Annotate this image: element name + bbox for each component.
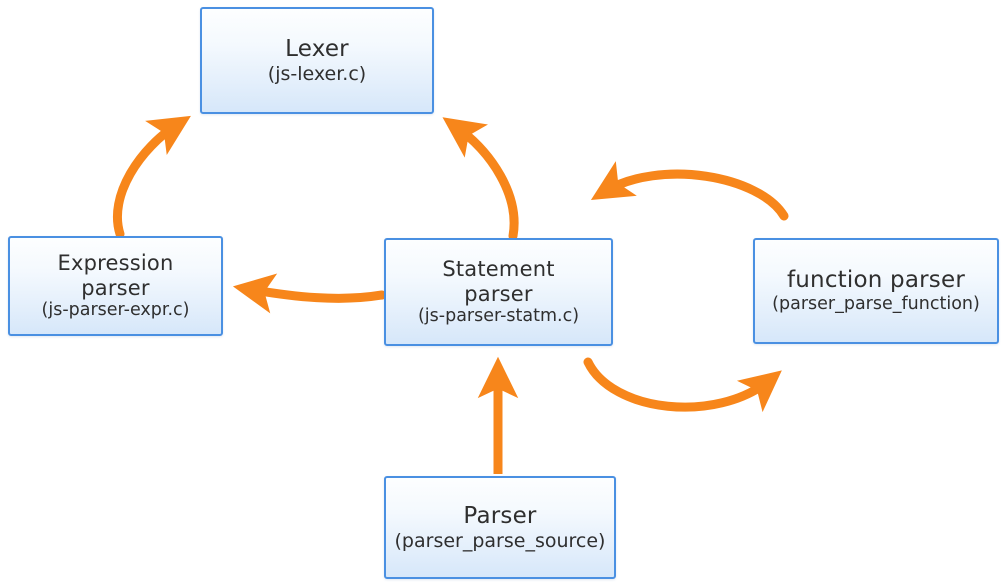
node-lexer-subtitle: (js-lexer.c)	[267, 62, 367, 85]
node-statement-parser-title-line1: Statement	[442, 256, 555, 281]
node-expression-parser-title-line1: Expression	[57, 250, 174, 275]
node-expression-parser-title-line2: parser	[81, 275, 150, 300]
node-function-parser[interactable]: function parser (parser_parse_function)	[753, 238, 999, 344]
node-lexer-title: Lexer	[285, 35, 349, 62]
node-statement-parser[interactable]: Statement parser (js-parser-statm.c)	[384, 238, 613, 346]
node-expression-parser-subtitle: (js-parser-expr.c)	[41, 300, 190, 321]
node-statement-parser-subtitle: (js-parser-statm.c)	[417, 306, 580, 327]
arrow-statement-to-expression	[232, 273, 387, 314]
node-lexer[interactable]: Lexer (js-lexer.c)	[200, 7, 434, 114]
node-function-parser-subtitle: (parser_parse_function)	[772, 294, 980, 315]
arrow-expression-to-lexer	[112, 115, 191, 239]
node-function-parser-title: function parser	[786, 267, 965, 294]
arrow-statement-to-lexer	[442, 117, 519, 241]
node-statement-parser-title-line2: parser	[464, 281, 533, 306]
node-parser-title: Parser	[463, 502, 537, 529]
node-parser[interactable]: Parser (parser_parse_source)	[384, 476, 616, 579]
arrow-statement-to-function	[583, 357, 782, 413]
node-expression-parser[interactable]: Expression parser (js-parser-expr.c)	[8, 236, 223, 336]
arrow-function-to-statement	[590, 161, 789, 221]
node-parser-subtitle: (parser_parse_source)	[394, 529, 606, 552]
